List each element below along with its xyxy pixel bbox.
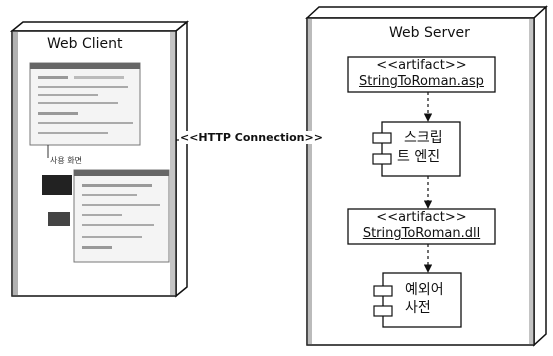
client-node-title: Web Client (47, 36, 123, 52)
exception-dictionary-label-line2: 사전 (405, 300, 431, 316)
artifact-dll-box (347, 208, 496, 245)
component-tab-icon (372, 153, 392, 165)
artifact-asp-name: StringToRoman.asp (359, 74, 484, 89)
component-tab-icon (372, 132, 392, 144)
artifact-asp-box (347, 56, 496, 93)
script-engine-label-line2: 트 엔진 (397, 149, 441, 165)
script-engine-label-line1: 스크립 (404, 130, 443, 146)
exception-dictionary-component (382, 272, 462, 328)
exception-dictionary-label-line1: 예외어 (405, 282, 444, 298)
client-screenshot-top (29, 62, 141, 146)
http-connection-label: <<HTTP Connection>> (179, 131, 324, 144)
server-node-title: Web Server (389, 25, 470, 41)
artifact-asp-stereotype: <<artifact>> (376, 58, 467, 73)
client-caption: 사용 화면 (50, 156, 82, 165)
artifact-dll-name: StringToRoman.dll (362, 226, 481, 241)
client-screenshot-bottom (42, 169, 170, 263)
component-tab-icon (373, 305, 393, 317)
component-tab-icon (373, 285, 393, 297)
script-engine-component (381, 121, 461, 177)
artifact-dll-stereotype: <<artifact>> (376, 210, 467, 225)
